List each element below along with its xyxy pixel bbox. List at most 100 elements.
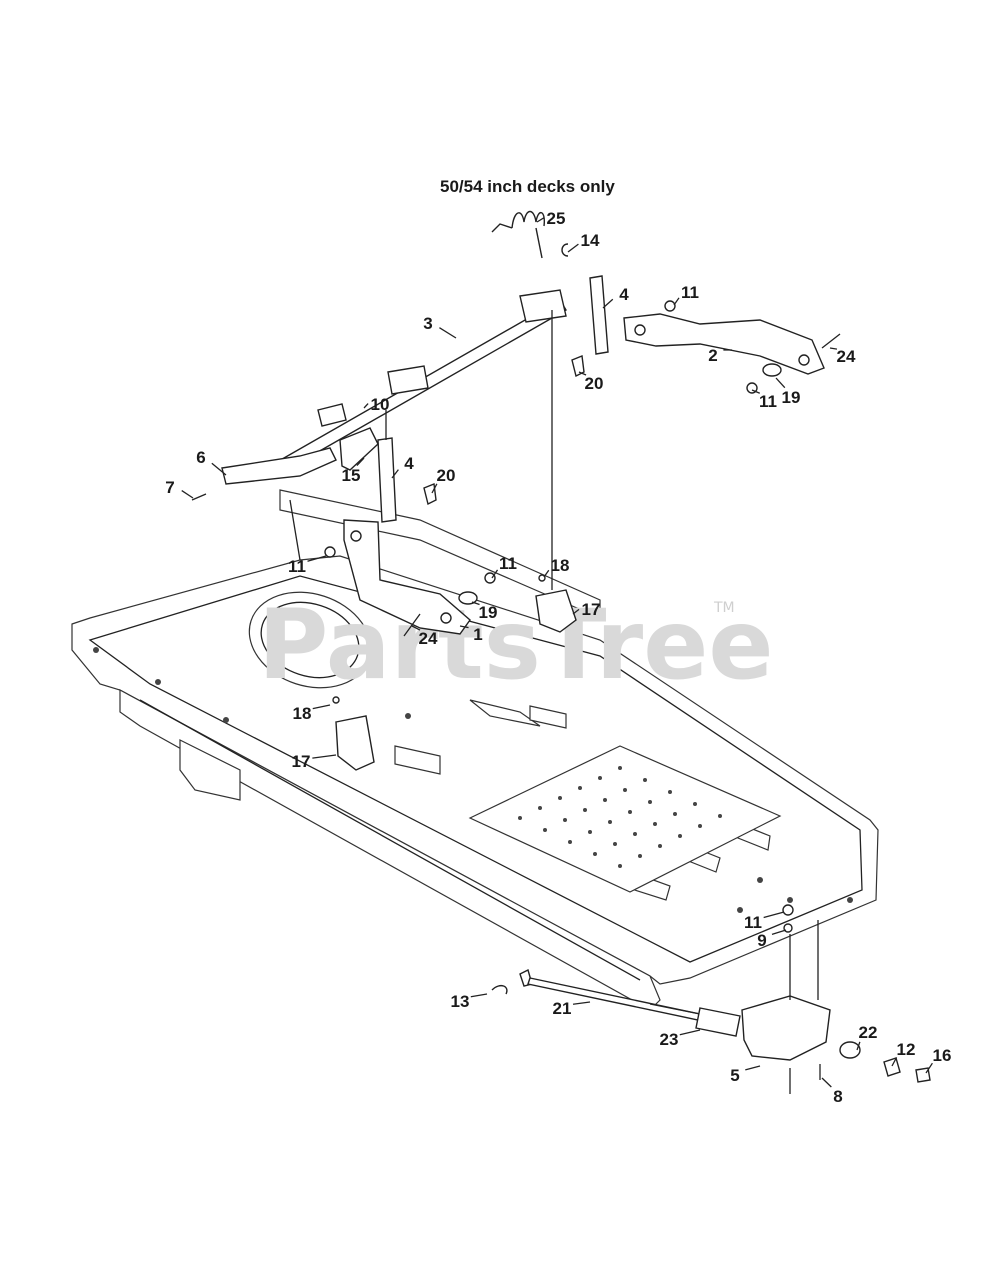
bolt-part	[538, 574, 546, 582]
watermark: PartsTree	[258, 589, 773, 701]
callout-leader	[363, 403, 369, 409]
callout-label-23: 23	[660, 1030, 679, 1049]
callout-leader	[829, 347, 838, 350]
nut-part	[664, 300, 676, 312]
callout-label-20: 20	[585, 374, 604, 393]
callout-label-3: 3	[423, 314, 432, 333]
callout-leader	[543, 569, 550, 578]
callout-label-25: 25	[547, 209, 566, 228]
callout-leader	[536, 217, 545, 223]
callout-label-1: 1	[473, 625, 482, 644]
nut-part	[782, 904, 794, 916]
callout-leader	[775, 377, 786, 389]
callout-label-12: 12	[897, 1040, 916, 1059]
bolt-part	[191, 493, 207, 501]
callout-leader	[673, 297, 680, 306]
callout-label-24: 24	[419, 629, 438, 648]
pivot-bracket-part	[535, 589, 577, 633]
callout-leader	[572, 1001, 591, 1005]
nut-part	[324, 546, 336, 558]
callout-label-24: 24	[837, 347, 856, 366]
nut-12-part	[883, 1057, 901, 1077]
callout-label-9: 9	[757, 931, 766, 950]
bushing-part	[317, 403, 347, 427]
floor-perforations	[518, 766, 722, 868]
bolt-part	[332, 696, 340, 704]
hair-pin-part	[491, 984, 508, 995]
bolt-part	[403, 613, 421, 637]
callout-leader	[679, 1029, 701, 1036]
callout-leader	[745, 1065, 761, 1071]
callout-label-18: 18	[293, 704, 312, 723]
callout-label-11: 11	[759, 392, 777, 411]
callout-label-11: 11	[744, 913, 762, 932]
callout-leader	[821, 1077, 832, 1088]
deck-note: 50/54 inch decks only	[440, 177, 615, 196]
lift-arm-left-part	[343, 519, 471, 635]
callout-label-14: 14	[581, 231, 600, 250]
callout-leader	[181, 490, 194, 499]
callout-label-11: 11	[681, 283, 699, 302]
callout-label-5: 5	[730, 1066, 739, 1085]
callout-leader	[391, 469, 399, 479]
callout-leader	[459, 625, 469, 629]
callout-leader	[491, 569, 499, 579]
callout-leader	[856, 1041, 861, 1051]
callout-leader	[211, 462, 227, 476]
callout-label-17: 17	[292, 752, 311, 771]
callout-label-2: 2	[708, 346, 717, 365]
washer-22-part	[839, 1041, 861, 1059]
callout-label-4: 4	[404, 454, 414, 473]
callout-label-21: 21	[553, 999, 572, 1018]
callout-label-15: 15	[342, 466, 361, 485]
callout-label-19: 19	[782, 388, 801, 407]
callout-leader	[312, 704, 331, 710]
callout-label-6: 6	[196, 448, 205, 467]
pivot-bracket-part	[335, 715, 375, 771]
callout-label-7: 7	[165, 478, 174, 497]
callout-leader	[470, 993, 488, 998]
callout-leader	[431, 483, 438, 494]
bolt-part	[571, 355, 585, 378]
callout-label-19: 19	[479, 603, 498, 622]
callout-label-4: 4	[619, 285, 629, 304]
bolt-part	[821, 333, 841, 349]
callout-leader	[891, 1057, 898, 1067]
bolt-part	[423, 483, 437, 506]
callout-leader	[602, 298, 614, 309]
callout-label-16: 16	[933, 1046, 952, 1065]
nut-part	[484, 572, 496, 584]
callout-leader	[411, 625, 421, 631]
trademark: TM	[713, 600, 735, 616]
callout-label-11: 11	[288, 557, 306, 576]
bracket-15-part	[339, 427, 379, 471]
callout-label-18: 18	[551, 556, 570, 575]
callout-leader	[312, 754, 337, 759]
callout-label-11: 11	[499, 554, 517, 573]
callout-leader	[763, 911, 785, 919]
callout-label-20: 20	[437, 466, 456, 485]
callout-label-17: 17	[582, 600, 601, 619]
sleeve-part	[695, 1007, 741, 1037]
lift-link-left-part	[377, 437, 397, 523]
lift-link-right-part	[589, 275, 609, 355]
callout-leader	[751, 389, 761, 394]
callout-leader	[471, 601, 480, 606]
washer-left-part	[458, 591, 478, 605]
callout-label-22: 22	[859, 1023, 878, 1042]
callout-leader	[572, 608, 580, 615]
lift-arm-right-part	[623, 313, 825, 375]
spring-part	[491, 210, 546, 259]
callout-leader	[356, 457, 365, 466]
callout-label-8: 8	[833, 1087, 842, 1106]
callout-leader	[307, 555, 327, 562]
callout-leader	[439, 327, 457, 339]
callout-leader	[925, 1062, 933, 1074]
lift-shaft-part	[269, 289, 567, 477]
washer-right-part	[762, 363, 782, 377]
callout-leader	[771, 929, 787, 935]
callout-leader	[567, 243, 579, 253]
e-clip-part	[561, 243, 569, 257]
